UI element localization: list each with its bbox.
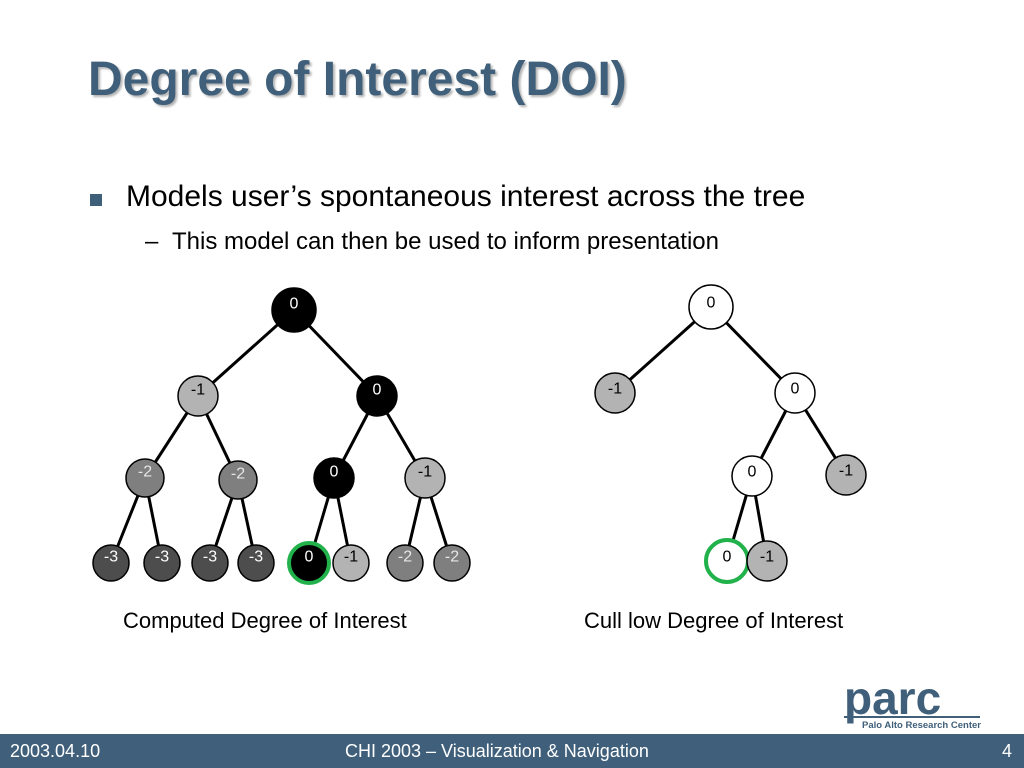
footer-bar: 2003.04.10 CHI 2003 – Visualization & Na… xyxy=(0,734,1024,768)
tree-node xyxy=(356,375,398,417)
tree-node-label: -2 xyxy=(398,549,412,566)
slide-title: Degree of Interest (DOI) xyxy=(88,53,627,106)
tree-node xyxy=(271,287,317,333)
tree-node-label: 0 xyxy=(305,549,314,566)
tree-node xyxy=(688,284,734,330)
tree-node-label: -1 xyxy=(344,549,358,566)
sub-bullet-dash: – xyxy=(145,228,159,255)
main-bullet-text: Models user’s spontaneous interest acros… xyxy=(126,180,806,213)
tree-node xyxy=(332,544,370,582)
tree-node-label: -2 xyxy=(138,464,152,481)
tree-node-label: 0 xyxy=(723,549,732,566)
tree-node-label: 0 xyxy=(707,295,716,312)
tree-node xyxy=(774,372,816,414)
right-tree-caption: Cull low Degree of Interest xyxy=(584,608,844,633)
left-tree-caption: Computed Degree of Interest xyxy=(123,608,407,633)
tree-node xyxy=(218,460,258,500)
tree-node-label: 0 xyxy=(748,464,757,481)
tree-node xyxy=(191,544,229,582)
tree-node-label: -3 xyxy=(104,549,118,566)
tree-node-label: -1 xyxy=(608,381,622,398)
tree-node xyxy=(143,544,181,582)
tree-node-label: 0 xyxy=(290,296,299,313)
bullet-square-icon xyxy=(90,194,102,206)
tree-node xyxy=(177,375,219,417)
footer-conference: CHI 2003 – Visualization & Navigation xyxy=(345,741,649,761)
tree-node xyxy=(92,544,130,582)
tree-node-label: -2 xyxy=(445,549,459,566)
tree-node-label: -1 xyxy=(191,382,205,399)
tree-node-label: 0 xyxy=(791,381,800,398)
tree-node xyxy=(825,454,867,496)
tree-node-label: -3 xyxy=(203,549,217,566)
tree-node-label: -2 xyxy=(231,466,245,483)
parc-logo: parc Palo Alto Research Center xyxy=(844,676,981,731)
tree-node xyxy=(125,458,165,498)
tree-node-label: 0 xyxy=(373,382,382,399)
footer-page-number: 4 xyxy=(1002,741,1013,761)
tree-node xyxy=(731,455,773,497)
sub-bullet-text: This model can then be used to inform pr… xyxy=(172,228,719,255)
tree-node xyxy=(237,544,275,582)
parc-logo-tagline: Palo Alto Research Center xyxy=(862,720,981,731)
culled-doi-tree: 0 -1 0 0 -1 0 -1 xyxy=(594,284,867,584)
tree-node-label: -1 xyxy=(760,549,774,566)
tree-node-label: -3 xyxy=(249,549,263,566)
computed-doi-tree: 0 -1 0 -2 -2 0 -1 -3 -3 -3 -3 0 -1 -2 -2 xyxy=(92,287,471,585)
tree-node xyxy=(433,544,471,582)
focus-ring xyxy=(287,541,331,585)
footer-date: 2003.04.10 xyxy=(10,741,101,761)
tree-node xyxy=(386,544,424,582)
tree-node-label: -3 xyxy=(155,549,169,566)
tree-node xyxy=(404,457,446,499)
tree-node xyxy=(594,372,636,414)
tree-node xyxy=(746,540,788,582)
tree-node xyxy=(313,457,355,499)
tree-node-label: -1 xyxy=(839,463,853,480)
tree-node-label: -1 xyxy=(418,464,432,481)
tree-node-label: 0 xyxy=(330,464,339,481)
